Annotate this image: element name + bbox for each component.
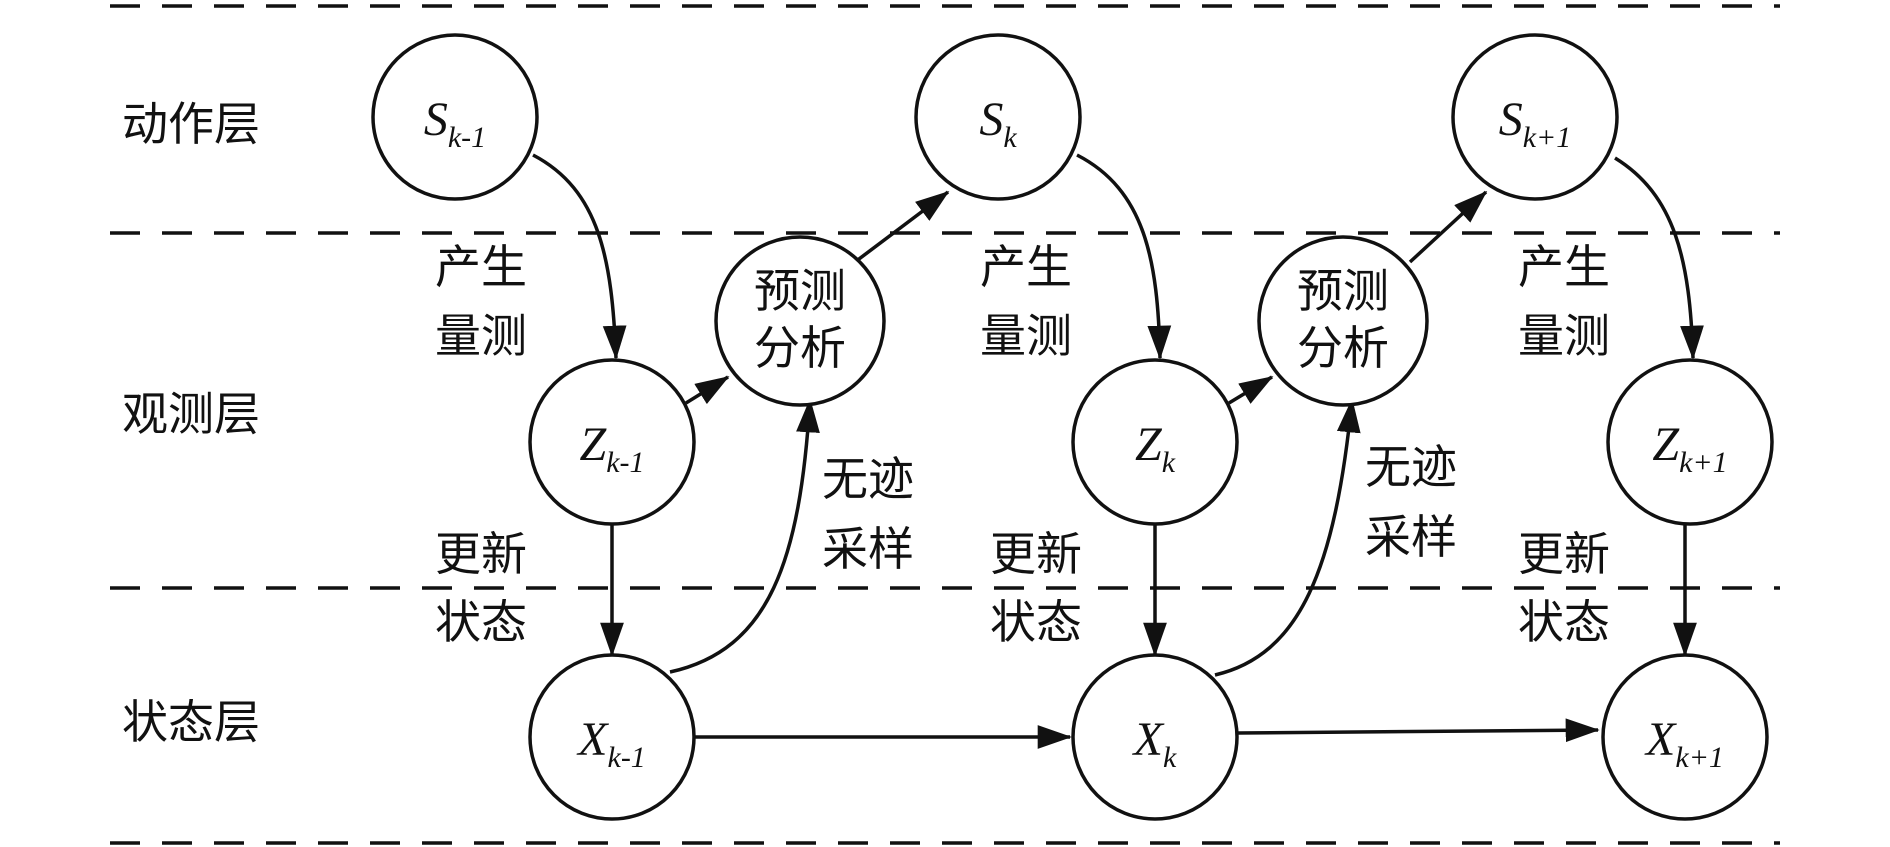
edge-x-prev-to-predict-1 xyxy=(669,398,820,674)
node-s-k-plus-1: Sk+1 xyxy=(1451,33,1619,201)
label-update-state-1: 更新 状态 xyxy=(435,527,527,649)
node-subscript: k xyxy=(1162,446,1176,479)
node-x-k-minus-1: Xk-1 xyxy=(528,653,696,821)
node-subscript: k+1 xyxy=(1675,741,1724,774)
node-main-symbol: Z xyxy=(579,418,607,471)
edge-z-cur-to-predict-2 xyxy=(1228,375,1274,405)
label-generate-measurement-1: 产生 量测 xyxy=(435,240,527,363)
svg-text:Xk-1: Xk-1 xyxy=(576,713,646,774)
layer-label-state: 状态层 xyxy=(122,695,260,749)
label-line-2: 状态 xyxy=(990,595,1082,649)
node-subscript: k-1 xyxy=(448,121,486,154)
label-update-state-2: 更新 状态 xyxy=(990,527,1082,649)
label-line-2: 状态 xyxy=(1518,595,1610,649)
label-unscented-sampling-1: 无迹 采样 xyxy=(822,452,914,576)
node-subscript: k xyxy=(1163,741,1177,774)
node-main-symbol: S xyxy=(1499,93,1523,146)
edge-x-cur-to-predict-2 xyxy=(1214,398,1361,677)
label-line-2: 采样 xyxy=(1365,510,1457,564)
node-s-k: Sk xyxy=(914,33,1082,201)
node-main-symbol: X xyxy=(1132,713,1165,766)
predict-label-line-2: 分析 xyxy=(754,321,846,375)
predict-label-line-1: 预测 xyxy=(1297,264,1389,318)
node-main-symbol: Z xyxy=(1652,418,1680,471)
node-main-symbol: X xyxy=(576,713,609,766)
node-main-symbol: X xyxy=(1644,713,1677,766)
svg-text:Sk: Sk xyxy=(979,93,1017,154)
node-predict-analysis-1: 预测 分析 xyxy=(714,235,886,407)
node-main-symbol: S xyxy=(424,93,448,146)
edge-x-cur-to-x-next xyxy=(1237,718,1600,743)
node-x-k: Xk xyxy=(1071,653,1239,821)
svg-text:Xk: Xk xyxy=(1132,713,1177,774)
svg-text:Zk: Zk xyxy=(1135,418,1176,479)
layer-label-action: 动作层 xyxy=(122,97,260,151)
label-generate-measurement-3: 产生 量测 xyxy=(1518,240,1610,363)
node-subscript: k xyxy=(1003,121,1017,154)
node-subscript: k-1 xyxy=(608,741,646,774)
node-s-k-minus-1: Sk-1 xyxy=(371,33,539,201)
layer-label-observation: 观测层 xyxy=(122,387,260,441)
edge-predict-1-to-s-cur xyxy=(853,190,950,264)
label-line-1: 产生 xyxy=(980,240,1072,294)
edge-s-next-to-z-next xyxy=(1614,156,1704,360)
edge-s-cur-to-z-cur xyxy=(1076,153,1172,360)
node-subscript: k+1 xyxy=(1679,446,1728,479)
edge-predict-2-to-s-next xyxy=(1408,190,1488,264)
label-line-2: 量测 xyxy=(1518,309,1610,363)
label-generate-measurement-2: 产生 量测 xyxy=(980,240,1072,363)
predict-label-line-2: 分析 xyxy=(1297,321,1389,375)
label-unscented-sampling-2: 无迹 采样 xyxy=(1365,440,1457,564)
label-line-1: 产生 xyxy=(1518,240,1610,294)
node-main-symbol: S xyxy=(979,93,1003,146)
svg-text:Xk+1: Xk+1 xyxy=(1644,713,1724,774)
svg-text:Sk+1: Sk+1 xyxy=(1499,93,1572,154)
node-subscript: k+1 xyxy=(1523,121,1572,154)
edge-s-prev-to-z-prev xyxy=(532,153,627,360)
node-predict-analysis-2: 预测 分析 xyxy=(1257,235,1429,407)
label-update-state-3: 更新 状态 xyxy=(1518,527,1610,649)
node-z-k-minus-1: Zk-1 xyxy=(528,358,696,526)
label-line-1: 无迹 xyxy=(1365,440,1457,494)
node-z-k-plus-1: Zk+1 xyxy=(1606,358,1774,526)
label-line-1: 无迹 xyxy=(822,452,914,506)
node-subscript: k-1 xyxy=(606,446,644,479)
label-line-2: 状态 xyxy=(435,595,527,649)
label-line-1: 更新 xyxy=(435,527,527,581)
svg-text:Zk+1: Zk+1 xyxy=(1652,418,1727,479)
label-line-2: 采样 xyxy=(822,522,914,576)
predict-label-line-1: 预测 xyxy=(754,264,846,318)
label-line-1: 更新 xyxy=(1518,527,1610,581)
node-x-k-plus-1: Xk+1 xyxy=(1601,653,1769,821)
label-line-1: 更新 xyxy=(990,527,1082,581)
label-line-1: 产生 xyxy=(435,240,527,294)
node-main-symbol: Z xyxy=(1135,418,1163,471)
label-line-2: 量测 xyxy=(980,309,1072,363)
node-z-k: Zk xyxy=(1071,358,1239,526)
label-line-2: 量测 xyxy=(435,309,527,363)
edge-z-prev-to-predict-1 xyxy=(685,375,730,405)
svg-text:Zk-1: Zk-1 xyxy=(579,418,644,479)
svg-text:Sk-1: Sk-1 xyxy=(424,93,486,154)
